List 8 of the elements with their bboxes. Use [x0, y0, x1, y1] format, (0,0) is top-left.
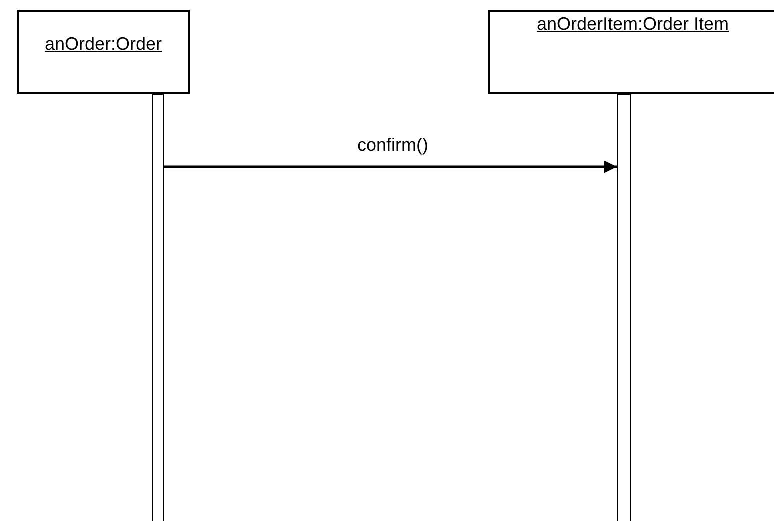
object-name: anOrder:Order — [44, 34, 162, 55]
object-box — [488, 10, 774, 94]
object-box — [17, 10, 190, 94]
message-label: confirm() — [356, 135, 430, 156]
activation-bar — [617, 94, 631, 521]
message-arrow — [164, 160, 617, 174]
object-name: anOrderItem:Order Item — [536, 14, 730, 35]
activation-bar — [152, 94, 164, 521]
